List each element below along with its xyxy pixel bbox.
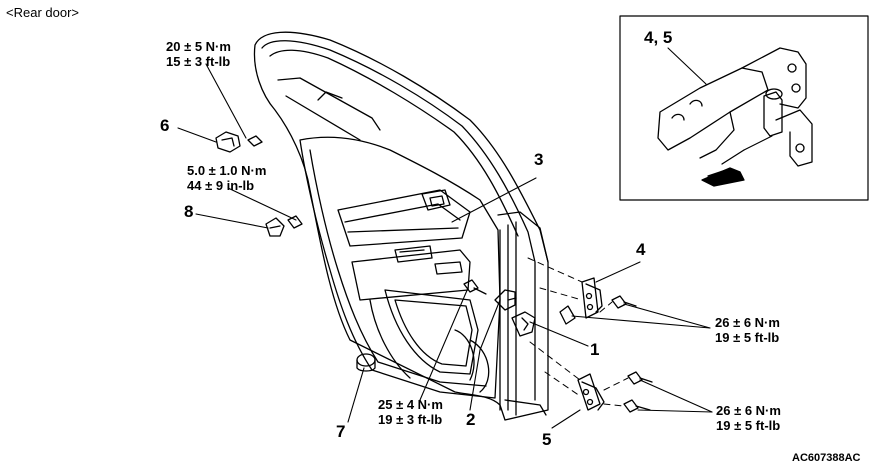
torque-part-8-inlb: 44 ± 9 in-lb [187, 177, 255, 193]
callout-8: 8 [184, 202, 194, 221]
callout-7: 7 [336, 422, 346, 441]
figure-code: AC607388AC [792, 452, 861, 464]
lower-hinge [577, 371, 653, 413]
torque-part-4: 26 ± 6 N·m 19 ± 5 ft-lb [715, 315, 780, 346]
torque-part-8-nm: 5.0 ± 1.0 N·m [187, 163, 267, 178]
torque-part-5-ftlb: 19 ± 5 ft-lb [716, 417, 781, 433]
callout-6: 6 [160, 116, 170, 135]
lower-hinge-bolt-lower [623, 399, 639, 413]
torque-part-6: 20 ± 5 N·m 15 ± 3 ft-lb [166, 39, 231, 70]
torque-part-6-nm: 20 ± 5 N·m [166, 39, 231, 54]
callout-3: 3 [534, 150, 544, 169]
door-bumper-part-6 [215, 131, 263, 153]
hinge-detail-inset [619, 15, 869, 201]
diagram-title: <Rear door> [6, 5, 79, 20]
door-bolt-part-2 [463, 279, 487, 295]
torque-part-6-ftlb: 15 ± 3 ft-lb [166, 53, 231, 69]
door-lock-bracket [494, 289, 516, 311]
door-shell-edge [494, 211, 549, 416]
torque-part-8: 5.0 ± 1.0 N·m 44 ± 9 in-lb [187, 163, 267, 194]
torque-part-5: 26 ± 6 N·m 19 ± 5 ft-lb [716, 403, 781, 434]
door-inner-panel [299, 136, 501, 399]
torque-part-2-ftlb: 19 ± 3 ft-lb [378, 411, 443, 427]
door-frame [253, 31, 549, 421]
leader-lines [177, 63, 713, 429]
door-check-link [511, 311, 536, 337]
lower-hinge-bolt-upper [627, 371, 643, 385]
callout-5: 5 [542, 430, 552, 449]
torque-part-4-ftlb: 19 ± 5 ft-lb [715, 329, 780, 345]
alignment-dashes [527, 257, 629, 407]
upper-hinge [559, 277, 637, 325]
torque-part-5-nm: 26 ± 6 N·m [716, 403, 781, 418]
upper-hinge-nut [559, 305, 576, 325]
callout-2: 2 [466, 410, 476, 429]
callout-4: 4 [636, 240, 646, 259]
torque-part-4-nm: 26 ± 6 N·m [715, 315, 780, 330]
torque-part-2: 25 ± 4 N·m 19 ± 3 ft-lb [378, 397, 443, 428]
door-striker-part-8 [265, 215, 303, 237]
callout-4-5-inset: 4, 5 [644, 28, 673, 47]
torque-part-2-nm: 25 ± 4 N·m [378, 397, 443, 412]
callout-1: 1 [590, 340, 600, 359]
door-plug-part-7 [356, 353, 376, 372]
